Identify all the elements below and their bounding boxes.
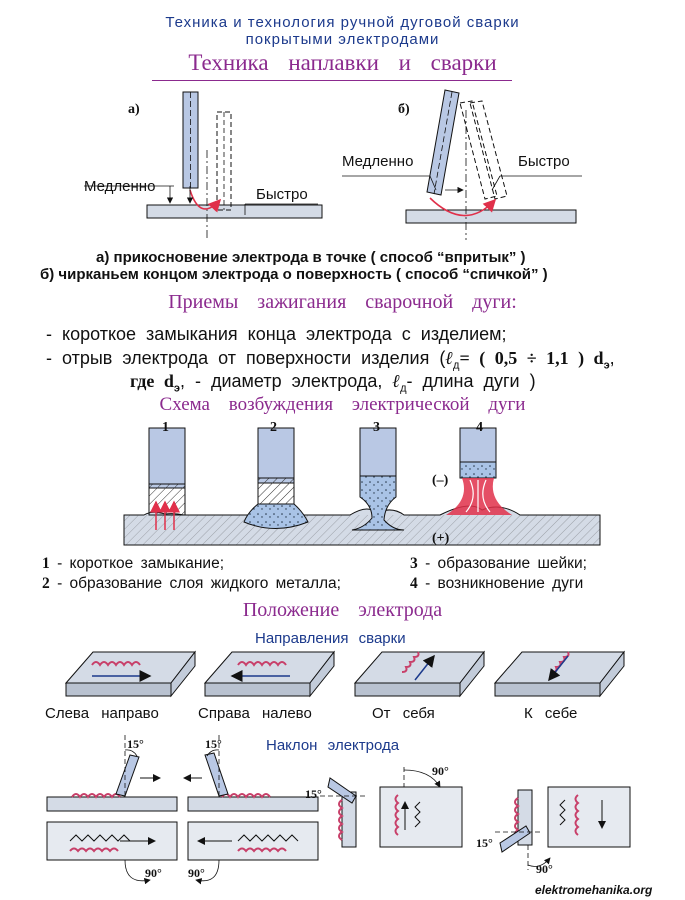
directions-title: Направления сварки	[255, 630, 406, 647]
tilt-left-2	[183, 735, 319, 885]
ignition-item-2: - отрыв электрода от поверхности изделия…	[46, 348, 615, 372]
tilt-left-1	[46, 735, 178, 885]
watermark: elektromehanika.org	[535, 883, 653, 897]
tilt-title: Наклон электрода	[266, 737, 400, 754]
workpiece-b	[405, 209, 577, 224]
section-title-technique: Техника наплавки и сварки	[188, 50, 497, 75]
electrode-stage-1	[148, 427, 186, 489]
figure-a	[84, 91, 323, 240]
angle-15-label-4: 15°	[476, 836, 493, 850]
legend-item-1: 1 - короткое замыкание;	[42, 555, 225, 572]
section-title-ignition: Приемы зажигания сварочной дуги:	[168, 291, 517, 313]
caption-b: б) чирканьем концом электрода о поверхно…	[40, 266, 548, 283]
neck-stage-3	[351, 475, 405, 531]
fig-b-fast-label: Быстро	[518, 153, 570, 170]
angle-90-label-3: 90°	[432, 764, 449, 778]
direction-right-to-left: Справа налево	[198, 705, 312, 722]
section-underline	[152, 80, 512, 81]
direction-away: От себя	[372, 705, 435, 722]
tilt-right-2	[495, 786, 631, 870]
stage-number-1: 1	[162, 420, 169, 435]
angle-90-label-2: 90°	[188, 866, 205, 880]
tilt-right-1	[320, 767, 463, 848]
coating-stage-1	[148, 483, 186, 516]
doc-title-line2: покрытыми электродами	[245, 31, 440, 48]
doc-title-line1: Техника и технология ручной дуговой свар…	[165, 14, 520, 31]
section-title-electrode-position: Положение электрода	[242, 599, 443, 621]
fig-a-slow-label: Медленно	[84, 178, 156, 195]
ignition-item-1: - короткое замыкания конца электрода с и…	[46, 324, 507, 344]
arc-scheme	[123, 427, 601, 546]
current-arrows-stage-1	[150, 500, 180, 530]
section-title-arc-scheme: Схема возбуждения электрической дуги	[159, 394, 526, 415]
direction-toward: К себе	[524, 705, 578, 722]
polarity-plus: (+)	[432, 531, 450, 546]
stage-number-3: 3	[373, 420, 380, 435]
fig-a-tag: а)	[128, 102, 140, 117]
fig-b-tag: б)	[398, 102, 410, 117]
fig-a-fast-label: Быстро	[256, 186, 308, 203]
motion-arc-a	[189, 189, 222, 213]
electrode-stage-3	[359, 427, 397, 477]
stage-number-4: 4	[476, 420, 483, 435]
angle-90-label-4: 90°	[536, 862, 553, 876]
motion-arc-b	[429, 197, 497, 217]
ignition-item-2-cont: где dэ, - диаметр электрода, ℓд- длина д…	[130, 371, 536, 395]
direction-left-to-right: Слева направо	[45, 705, 159, 722]
direction-plates	[64, 650, 626, 698]
legend-item-3: 3 - образование шейки;	[410, 555, 587, 572]
angle-15-label-2: 15°	[205, 737, 222, 751]
angle-15-label-1: 15°	[127, 737, 144, 751]
stage-number-2: 2	[270, 420, 277, 435]
legend-item-2: 2 - образование слоя жидкого металла;	[42, 575, 341, 592]
arc-stage-4	[446, 478, 512, 515]
figure-b	[342, 89, 582, 240]
angle-90-label-1: 90°	[145, 866, 162, 880]
electrode-b	[426, 89, 460, 196]
angle-15-label-3: 15°	[305, 787, 322, 801]
polarity-minus: (–)	[432, 473, 449, 488]
liquid-layer-stage-2	[243, 503, 309, 529]
fig-b-slow-label: Медленно	[342, 153, 414, 170]
electrode-stage-2	[257, 427, 295, 484]
legend-item-4: 4 - возникновение дуги	[410, 575, 584, 592]
caption-a: а) прикосновение электрода в точке ( спо…	[96, 249, 526, 266]
workpiece-a	[146, 204, 323, 219]
